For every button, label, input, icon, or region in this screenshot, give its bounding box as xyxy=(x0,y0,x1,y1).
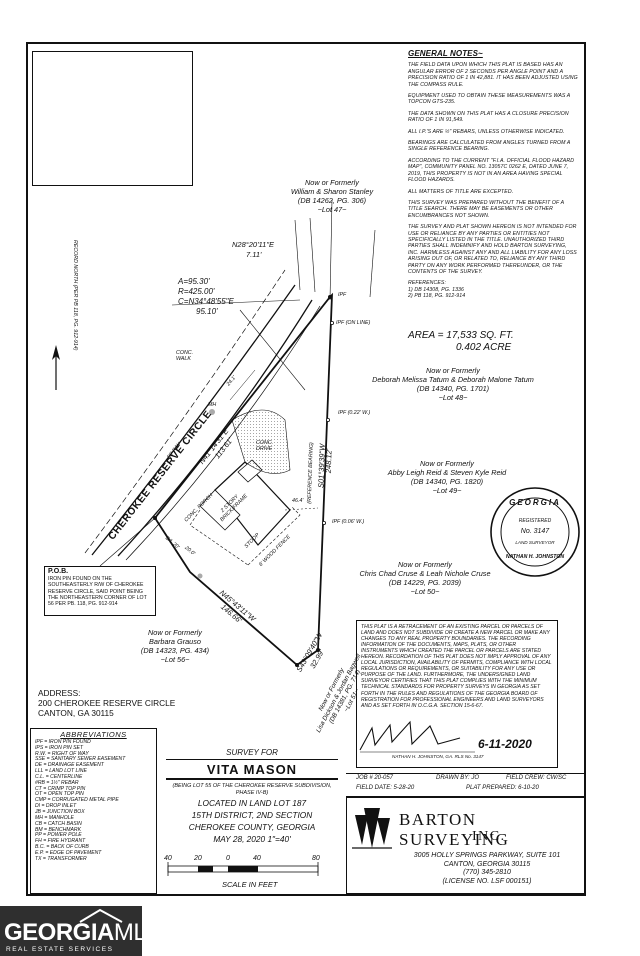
row-line-west xyxy=(84,269,286,554)
note-item: EQUIPMENT USED TO OBTAIN THESE MEASUREME… xyxy=(408,93,571,106)
concrete-drive xyxy=(231,409,291,474)
house-footprint xyxy=(199,459,291,546)
client-name: VITA MASON xyxy=(166,759,338,780)
survey-title-block: SURVEY FOR VITA MASON (BEING LOT 55 OF T… xyxy=(166,748,338,844)
scale-tick-40a: 40 xyxy=(164,855,172,862)
georgia-mls-logo: GEORGIAMLS REAL ESTATE SERVICES xyxy=(0,906,162,956)
note-item: ACCORDING TO THE CURRENT "F.I.A. OFFICIA… xyxy=(408,157,575,184)
references: REFERENCES: 1) DB 14308, PG. 1336 2) PB … xyxy=(408,280,466,300)
ipf-006-label: IPF (0.06' W.) xyxy=(332,519,365,525)
scale-tick-20: 20 xyxy=(194,855,202,862)
blank-box xyxy=(32,51,193,186)
ipf-online-label: IPF (ON LINE) xyxy=(336,320,371,326)
ipf-022-label: IPF (0.22' W.) xyxy=(338,410,371,416)
drawn-by: DRAWN BY: JO xyxy=(436,775,480,781)
row-line-east xyxy=(125,305,321,561)
road-curb-east xyxy=(117,299,313,557)
scale-tick-40b: 40 xyxy=(253,855,261,862)
conc-drive-label: CONC. DRIVE xyxy=(256,440,274,452)
note-item: THE DATA SHOWN ON THIS PLAT HAS A CLOSUR… xyxy=(408,110,569,124)
field-date: FIELD DATE: 5-28-20 xyxy=(356,785,415,791)
wood-fence xyxy=(247,506,301,566)
conc-walk-label: CONC. WALK xyxy=(176,350,194,362)
scale-label: SCALE IN FEET xyxy=(222,880,278,889)
scale-bar xyxy=(167,862,319,876)
address-block: ADDRESS: 200 CHEROKEE RESERVE CIRCLE CAN… xyxy=(38,688,176,718)
general-notes: GENERAL NOTES~ THE FIELD DATA UPON WHICH… xyxy=(408,49,578,300)
field-crew: FIELD CREW: CW/SC xyxy=(506,775,567,781)
signature-date: 6-11-2020 xyxy=(478,737,532,751)
tree-logo-icon xyxy=(352,808,392,849)
notes-title: GENERAL NOTES~ xyxy=(408,49,483,58)
curve-data: A=95.30'R=425.00'C=N34°48'55"E 95.10' xyxy=(178,277,234,316)
ipf-label: IPF xyxy=(338,292,347,298)
job-info-bar: JOB # 20-057 DRAWN BY: JO FIELD CREW: CW… xyxy=(346,773,586,797)
job-number: JOB # 20-057 xyxy=(356,775,394,781)
certification-box: THIS PLAT IS A RETRACEMENT OF AN EXISTIN… xyxy=(356,620,558,768)
company-block: BARTON SURVEYING INC. 3005 HOLLY SPRINGS… xyxy=(346,797,586,894)
plat-prepared: PLAT PREPARED: 6-10-20 xyxy=(466,785,539,791)
company-name: BARTON SURVEYING xyxy=(399,810,510,849)
seal-text: GEORGIA REGISTERED No. 3147 LAND SURVEYO… xyxy=(505,498,565,560)
scale-tick-0: 0 xyxy=(226,855,230,862)
plat-sheet xyxy=(26,42,586,896)
note-item: THE FIELD DATA UPON WHICH THIS PLAT IS B… xyxy=(408,62,578,88)
surveyor-seal xyxy=(490,487,580,577)
note-item: BEARINGS ARE CALCULATED FROM ANGLES TURN… xyxy=(408,140,571,153)
area-label: AREA = 17,533 SQ. FT. 0.402 ACRE xyxy=(408,330,514,353)
record-north-label: RECORD NORTH (PER PB 118, PG. 912-914) xyxy=(72,240,78,351)
manhole-label: MH xyxy=(208,402,217,408)
north-arrow-icon xyxy=(52,345,60,390)
pob-box: P.O.B. IRON PIN FOUND ON THE SOUTHEASTER… xyxy=(44,566,156,616)
road-curb-west xyxy=(91,284,296,556)
note-item: THE SURVEY AND PLAT SHOWN HEREON IS NOT … xyxy=(408,224,577,275)
surveyor-signature xyxy=(359,720,461,751)
dim-46-4: 46.4' xyxy=(292,498,304,504)
surveyor-name: NATHAN H. JOHNSTON, GA. RLS No. 3147 xyxy=(392,754,484,759)
bearing-s01-length: 248.12' xyxy=(323,448,334,474)
note-item: ALL MATTERS OF TITLE ARE EXCEPTED. xyxy=(408,188,514,195)
note-item: THIS SURVEY WAS PREPARED WITHOUT THE BEN… xyxy=(408,199,564,219)
scale-tick-80: 80 xyxy=(312,855,320,862)
note-item: ALL I.P.'s ARE ½" REBARS, UNLESS OTHERWI… xyxy=(408,128,565,135)
